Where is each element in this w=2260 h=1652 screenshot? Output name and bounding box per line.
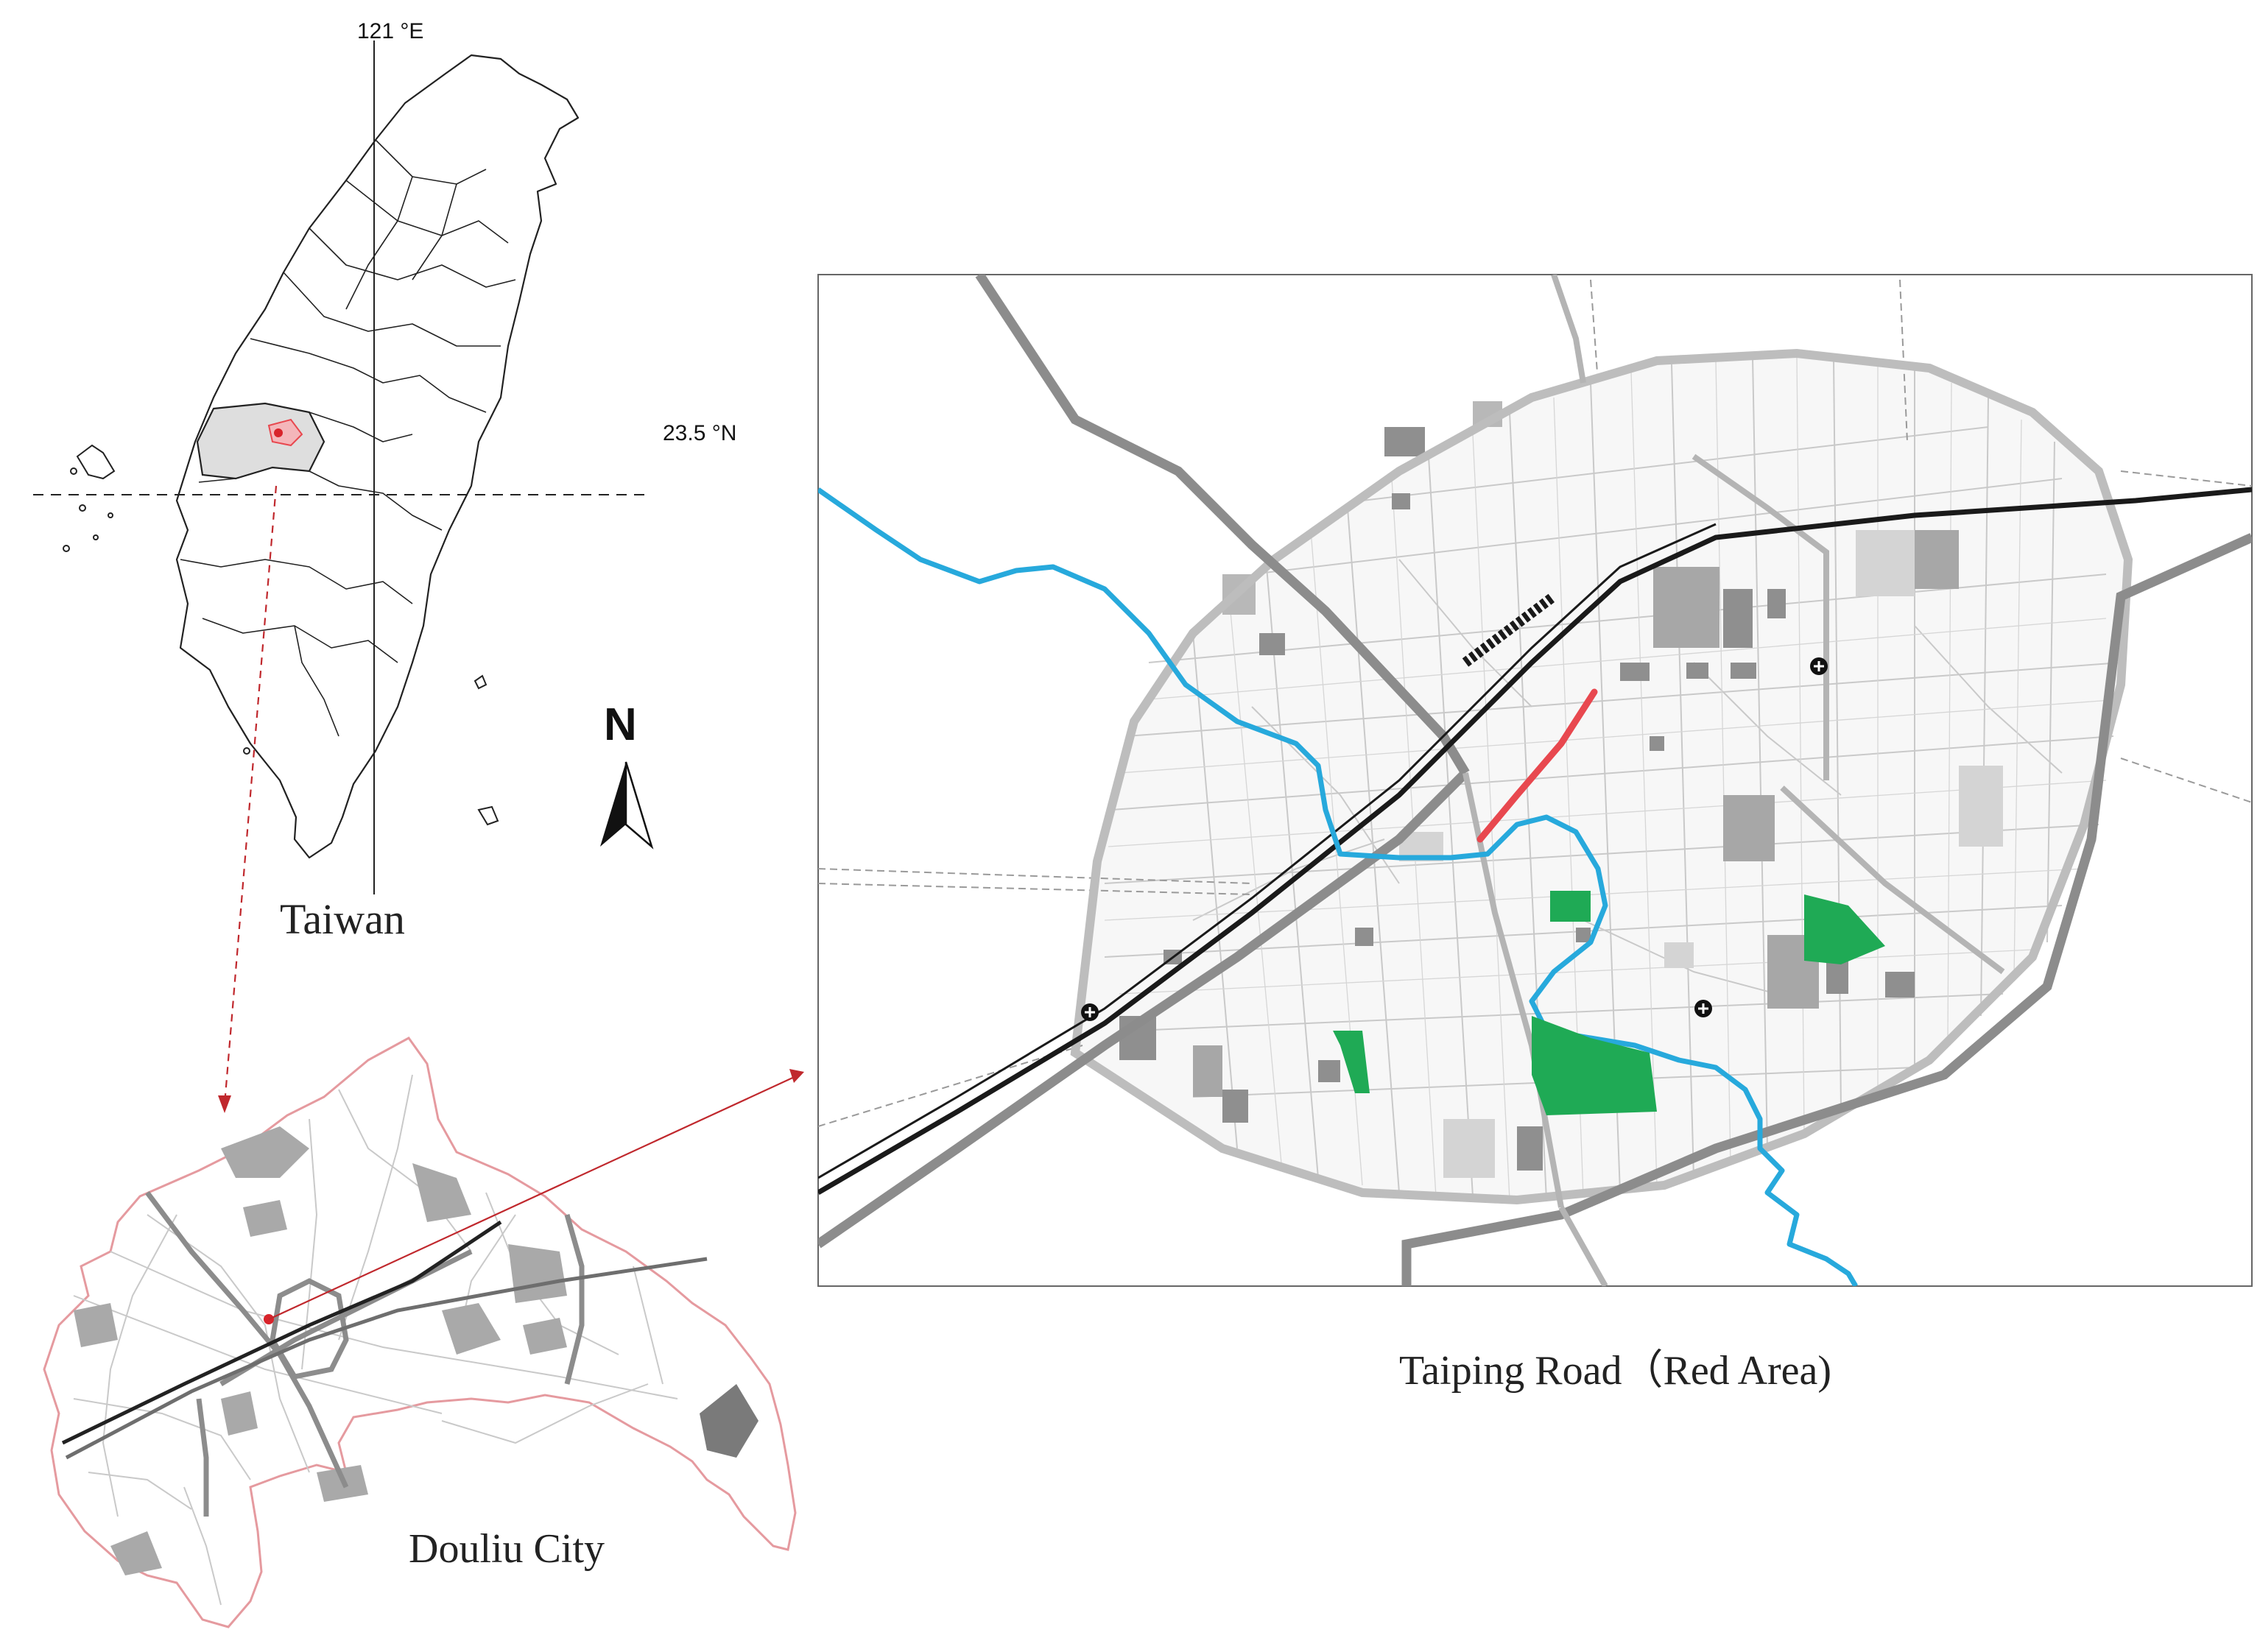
north-arrow-letter: N [604,699,637,750]
north-arrow-icon: N [600,699,654,850]
detail-railway [818,487,2252,1196]
detail-street-grid [1104,356,2122,1201]
douliu-location-dot [274,428,283,437]
hospital-icon [1081,1003,1099,1021]
taiwan-caption: Taiwan [280,895,405,943]
douliu-highway [65,1257,708,1460]
douliu-inset: Douliu City [43,1037,804,1628]
douliu-street-network [73,1074,678,1606]
latitude-label: 23.5 °N [663,421,736,445]
detail-connector-arrowhead [789,1069,804,1083]
park-large [1532,1016,1657,1115]
north-arrow-left [600,762,626,847]
hospital-icon [1810,657,1828,675]
detail-map: Taiping Road（Red Area) [817,274,2253,1394]
yunlin-county-highlight [196,402,325,480]
county-boundaries [180,139,516,737]
north-arrow-right [624,761,654,850]
offshore-islands [63,444,499,826]
longitude-label: 121 °E [357,19,423,43]
taiwan-to-douliu-connector [223,485,278,1105]
detail-minor-streets [1104,354,2122,1201]
douliu-to-detail-connector [268,1074,800,1320]
park-small-center [1550,891,1591,922]
douliu-location-patch [267,418,303,447]
detail-outer-roads [818,279,2252,1127]
taiping-road-highlight [1476,688,1598,843]
douliu-railway [61,1220,502,1445]
detail-map-caption: Taiping Road（Red Area) [1399,1348,1831,1394]
detail-river [818,487,1859,1286]
park-west [1333,1031,1370,1093]
hospital-icon [1694,1000,1712,1017]
douliu-caption: Douliu City [409,1526,605,1572]
connector-arrowhead [218,1095,231,1113]
taiwan-inset: 121 °E 23.5 °N Taiwan [33,19,736,1113]
douliu-boundary [43,1037,797,1628]
detail-parks [1333,891,1885,1115]
park-east [1804,894,1885,964]
